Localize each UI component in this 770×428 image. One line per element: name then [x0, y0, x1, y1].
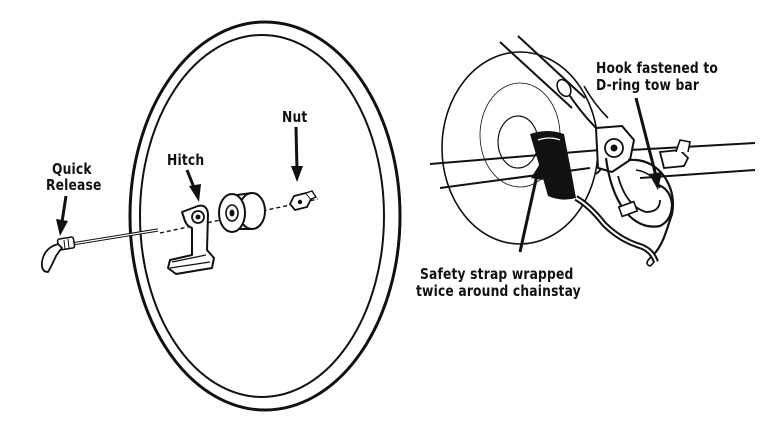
label-strap-line-1: Safety strap wrapped	[420, 266, 573, 282]
label-hitch: Hitch	[167, 152, 204, 168]
label-quick-release-line-2: Release	[46, 177, 101, 193]
label-nut: Nut	[282, 109, 307, 125]
label-hook-line-2: D-ring tow bar	[596, 77, 699, 93]
label-quick-release-line-1: Quick	[52, 161, 92, 177]
label-hook-line-1: Hook fastened to	[596, 60, 718, 76]
label-strap-line-2: twice around chainstay	[416, 283, 581, 299]
spacer-spool	[219, 193, 265, 232]
hitch-hook	[606, 158, 673, 266]
rear-tire-closeup	[442, 52, 598, 244]
